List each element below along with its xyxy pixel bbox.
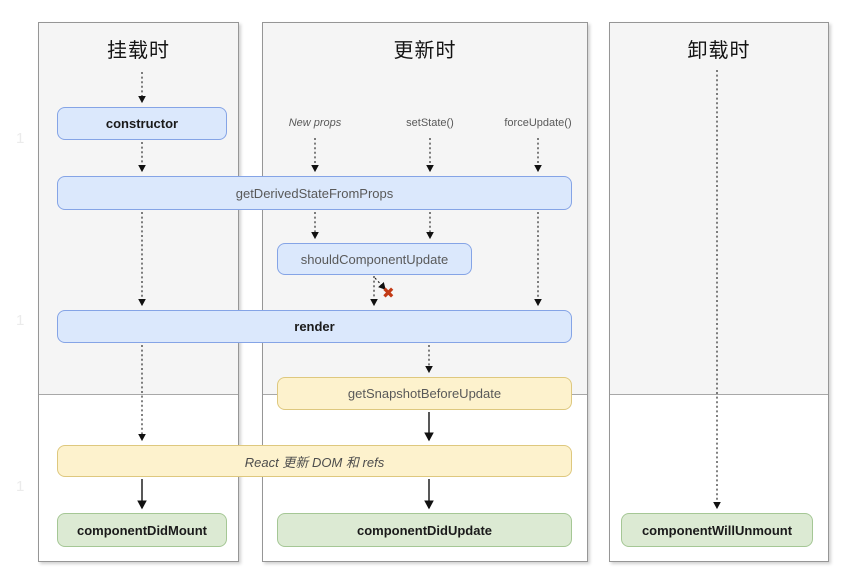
- node-shouldcomponentupdate: shouldComponentUpdate: [277, 243, 472, 275]
- node-constructor: constructor: [57, 107, 227, 140]
- node-componentdidupdate: componentDidUpdate: [277, 513, 572, 547]
- panel-updating: 更新时: [262, 22, 588, 562]
- panel-unmounting: 卸载时: [609, 22, 829, 562]
- update-cancelled-icon: ✖: [382, 285, 395, 302]
- watermark-digit: 1: [16, 130, 25, 147]
- node-react-updates-dom: React 更新 DOM 和 refs: [57, 445, 572, 477]
- trigger-new-props: New props: [288, 117, 342, 129]
- node-getderivedstatefromprops: getDerivedStateFromProps: [57, 176, 572, 210]
- node-render: render: [57, 310, 572, 343]
- watermark-digit: 1: [16, 312, 25, 329]
- trigger-force-update: forceUpdate(): [504, 117, 572, 129]
- node-componentwillunmount: componentWillUnmount: [621, 513, 813, 547]
- node-componentdidmount: componentDidMount: [57, 513, 227, 547]
- panel-unmounting-title: 卸载时: [687, 40, 751, 62]
- watermark-digit: 1: [16, 478, 25, 495]
- node-getsnapshotbeforeupdate: getSnapshotBeforeUpdate: [277, 377, 572, 410]
- panel-mounting: 挂载时: [38, 22, 239, 562]
- panel-updating-title: 更新时: [393, 40, 457, 62]
- panel-mounting-title: 挂载时: [107, 40, 170, 62]
- trigger-set-state: setState(): [406, 117, 454, 129]
